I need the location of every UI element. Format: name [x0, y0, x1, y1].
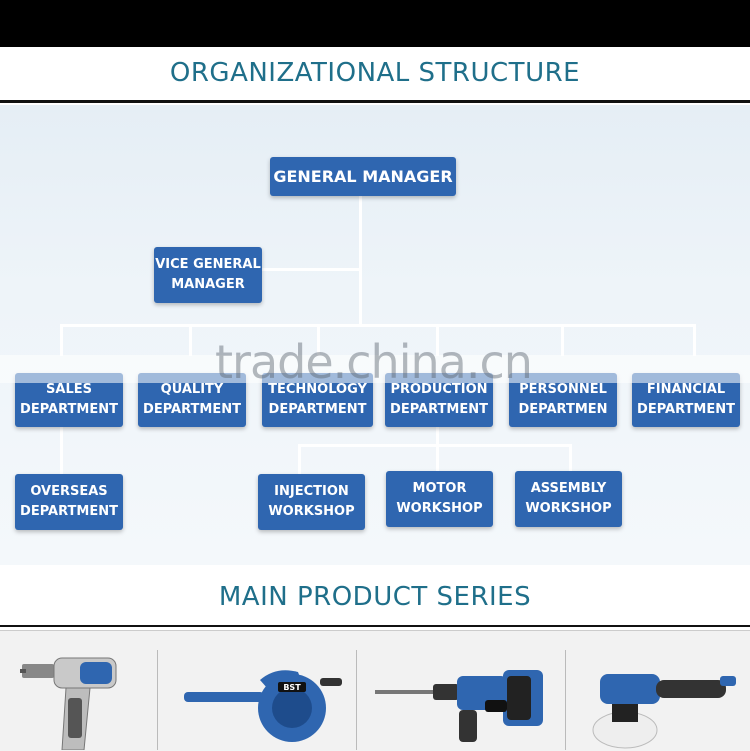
product-series-title: MAIN PRODUCT SERIES — [218, 582, 532, 612]
drop-line-technology — [317, 324, 320, 356]
title-rule — [0, 100, 750, 103]
drop-line-injection — [298, 444, 301, 474]
blower-icon[interactable]: BST — [180, 658, 345, 748]
general-manager-box: GENERAL MANAGER — [270, 157, 456, 196]
polisher-icon[interactable] — [590, 662, 740, 750]
vice-general-manager-box: VICE GENERAL MANAGER — [154, 247, 262, 303]
departments-bus-line — [60, 324, 696, 327]
watermark-text: trade.china.cn — [215, 335, 533, 389]
products-rule — [0, 625, 750, 627]
drop-line-motor — [436, 444, 439, 472]
drop-line-financial — [693, 324, 696, 356]
drop-line-quality — [189, 324, 192, 356]
vgm-connector-line — [262, 268, 360, 271]
watermark-band — [0, 355, 750, 383]
impact-drill-icon[interactable] — [20, 650, 140, 750]
overseas-department-box: OVERSEAS DEPARTMENT — [15, 474, 123, 530]
injection-workshop-box: INJECTION WORKSHOP — [258, 474, 365, 530]
assembly-workshop-box: ASSEMBLY WORKSHOP — [515, 471, 622, 527]
gm-trunk-line — [359, 196, 362, 326]
workshops-bus-line — [298, 444, 572, 447]
overseas-connector-line — [60, 426, 63, 476]
production-drop-line — [436, 426, 439, 446]
product-divider — [356, 650, 357, 750]
drop-line-sales — [60, 324, 63, 356]
motor-workshop-box: MOTOR WORKSHOP — [386, 471, 493, 527]
drop-line-production — [436, 324, 439, 356]
drop-line-personnel — [561, 324, 564, 356]
drop-line-assembly — [569, 444, 572, 472]
top-black-bar — [0, 0, 750, 47]
product-divider — [565, 650, 566, 750]
org-structure-title: ORGANIZATIONAL STRUCTURE — [169, 58, 581, 88]
blower-brand-label: BST — [283, 683, 301, 692]
product-divider — [157, 650, 158, 750]
rotary-hammer-icon[interactable] — [375, 660, 555, 750]
